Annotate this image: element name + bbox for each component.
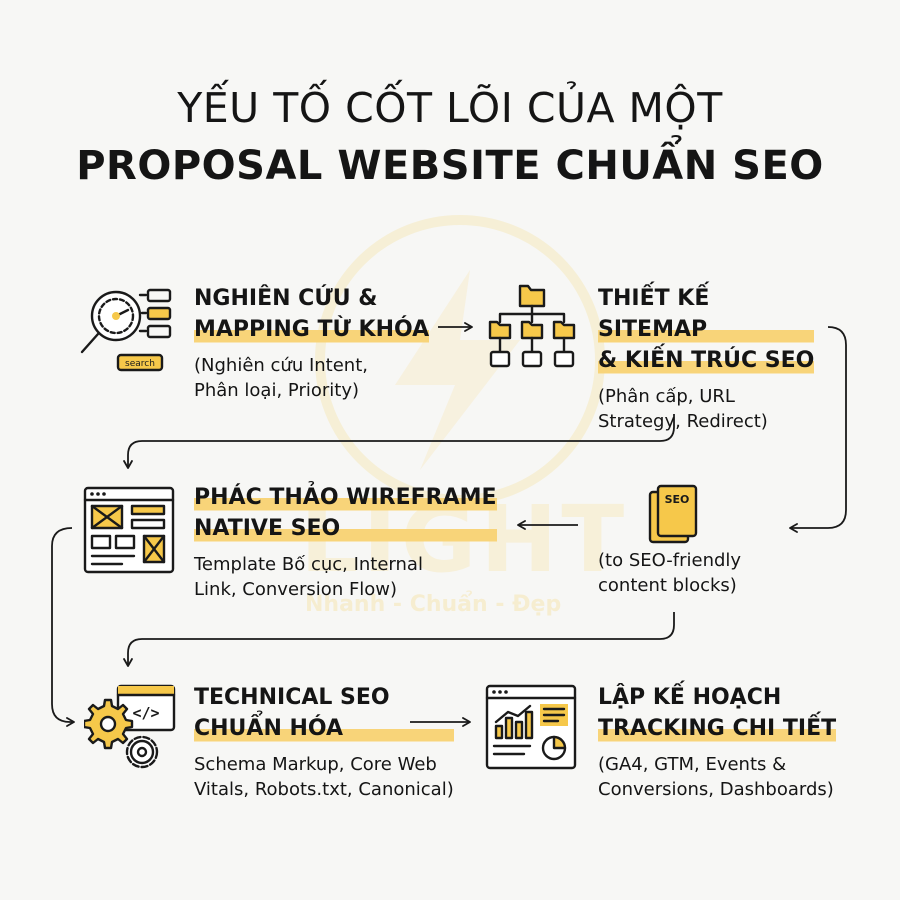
step-wireframe-title: PHÁC THẢO WIREFRAME NATIVE SEO: [194, 482, 497, 544]
step-sitemap-title-plain: THIẾT KẾ: [598, 286, 710, 311]
step-technical-seo-desc-line2: Vitals, Robots.txt, Canonical): [194, 779, 454, 800]
step-sitemap-desc: (Phân cấp, URL Strategy, Redirect): [598, 384, 814, 434]
step-keyword-research-title: NGHIÊN CỨU & MAPPING TỪ KHÓA: [194, 283, 430, 345]
step-content-blocks-desc-line1: (to SEO-friendly: [598, 550, 742, 571]
step-wireframe: PHÁC THẢO WIREFRAME NATIVE SEO Template …: [194, 482, 497, 602]
step-sitemap-desc-line1: (Phân cấp, URL: [598, 386, 735, 407]
step-sitemap-desc-line2: Strategy, Redirect): [598, 411, 768, 432]
seo-document-label: SEO: [665, 493, 690, 506]
step-keyword-research-desc-line2: Phân loại, Priority): [194, 380, 359, 401]
step-keyword-research-title-line2: MAPPING TỪ KHÓA: [194, 314, 430, 345]
step-technical-seo-desc: Schema Markup, Core Web Vitals, Robots.t…: [194, 752, 454, 802]
step-sitemap-title-highlight2: & KIẾN TRÚC SEO: [598, 345, 815, 376]
step-wireframe-desc-line2: Link, Conversion Flow): [194, 579, 398, 600]
arrow-step2-to-step3: [123, 414, 675, 469]
arrow-seo-to-step5: [123, 612, 675, 667]
sitemap-folders-icon: [488, 284, 576, 368]
seo-document-icon: SEO: [648, 484, 698, 544]
search-icon-label: search: [125, 359, 155, 369]
step-wireframe-desc-line1: Template Bố cục, Internal: [194, 554, 423, 575]
step-technical-seo-desc-line1: Schema Markup, Core Web: [194, 754, 437, 775]
step-wireframe-title-line2: NATIVE SEO: [194, 513, 497, 544]
step-technical-seo-title: TECHNICAL SEO CHUẨN HÓA: [194, 682, 454, 744]
step-keyword-research-desc: (Nghiên cứu Intent, Phân loại, Priority): [194, 353, 429, 403]
step-keyword-research-title-line1: NGHIÊN CỨU &: [194, 286, 378, 311]
step-tracking-plan: LẬP KẾ HOẠCH TRACKING CHI TIẾT (GA4, GTM…: [598, 682, 837, 802]
step-tracking-desc: (GA4, GTM, Events & Conversions, Dashboa…: [598, 752, 836, 802]
step-content-blocks-desc: (to SEO-friendly content blocks): [598, 548, 741, 598]
step-wireframe-title-line1: PHÁC THẢO WIREFRAME: [194, 482, 497, 513]
step-content-blocks: (to SEO-friendly content blocks): [598, 548, 741, 598]
step-tracking-title: LẬP KẾ HOẠCH TRACKING CHI TIẾT: [598, 682, 837, 744]
step-technical-seo-title-line1: TECHNICAL SEO: [194, 685, 390, 710]
step-content-blocks-desc-line2: content blocks): [598, 575, 737, 596]
step-sitemap-architecture: THIẾT KẾ SITEMAP & KIẾN TRÚC SEO (Phân c…: [598, 283, 815, 434]
gears-code-icon: </>: [84, 684, 176, 769]
step-tracking-desc-line1: (GA4, GTM, Events &: [598, 754, 787, 775]
step-keyword-research: NGHIÊN CỨU & MAPPING TỪ KHÓA (Nghiên cứu…: [194, 283, 430, 403]
step-technical-seo: TECHNICAL SEO CHUẨN HÓA Schema Markup, C…: [194, 682, 454, 802]
page-title-line1: YẾU TỐ CỐT LÕI CỦA MỘT: [177, 84, 723, 132]
arrow-step2-to-seo: [789, 326, 847, 533]
analytics-dashboard-icon: [485, 684, 577, 770]
step-wireframe-desc: Template Bố cục, Internal Link, Conversi…: [194, 552, 497, 602]
arrow-wireframe-to-step5: [51, 527, 75, 727]
step-tracking-desc-line2: Conversions, Dashboards): [598, 779, 834, 800]
step-tracking-title-line2: TRACKING CHI TIẾT: [598, 713, 837, 744]
code-icon-label: </>: [132, 704, 159, 722]
step-technical-seo-title-line2: CHUẨN HÓA: [194, 713, 454, 744]
step-sitemap-title: THIẾT KẾ SITEMAP & KIẾN TRÚC SEO: [598, 283, 815, 376]
step-keyword-research-desc-line1: (Nghiên cứu Intent,: [194, 355, 368, 376]
step-tracking-title-line1: LẬP KẾ HOẠCH: [598, 685, 782, 710]
wireframe-browser-icon: [83, 486, 175, 574]
magnifier-search-icon: search: [80, 288, 172, 372]
step-sitemap-title-highlight1: SITEMAP: [598, 314, 815, 345]
page-title-line2: PROPOSAL WEBSITE CHUẨN SEO: [76, 143, 824, 189]
